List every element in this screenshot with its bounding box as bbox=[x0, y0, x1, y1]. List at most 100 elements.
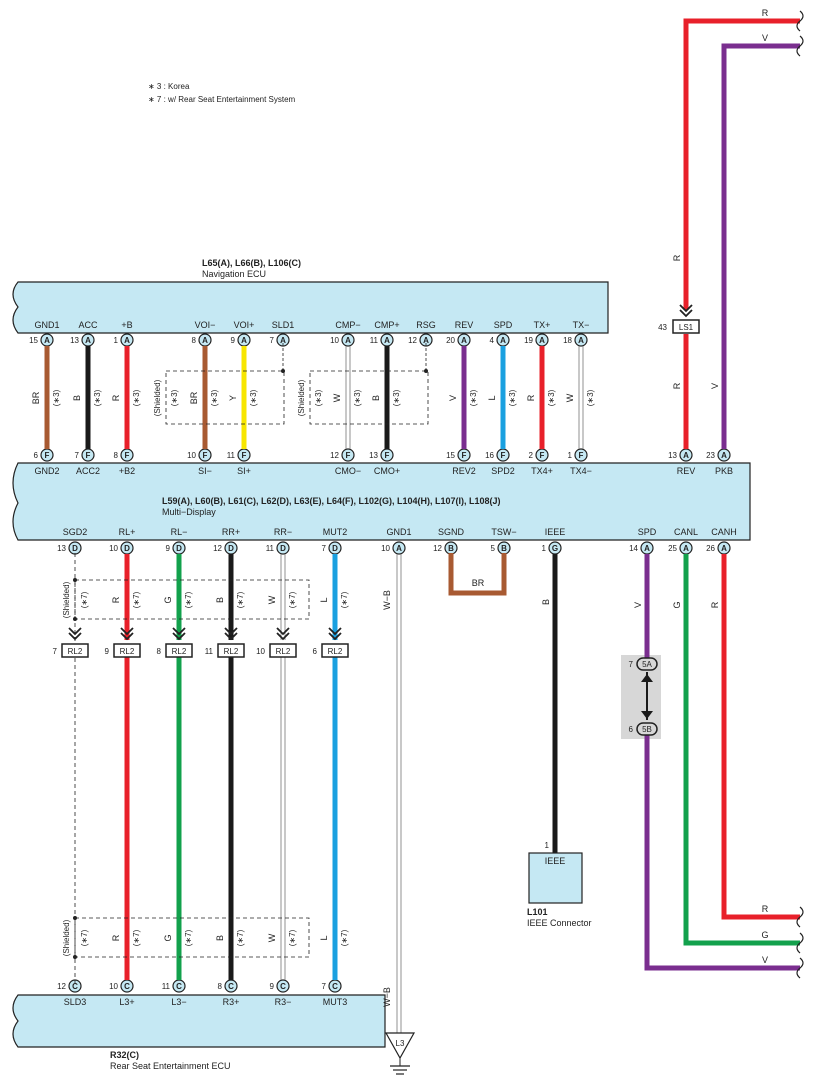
nav-pin-number: 11 bbox=[370, 336, 379, 345]
nav-pin-letter: A bbox=[241, 336, 247, 345]
rl2-pin-3: 11 bbox=[205, 647, 214, 656]
top-wire-color-1: B bbox=[72, 395, 82, 401]
multi-bottom-pin-number: 10 bbox=[381, 544, 390, 553]
nav-pin-letter: A bbox=[423, 336, 429, 345]
audio-wire-note-2-0: (∗7) bbox=[236, 591, 245, 608]
top-wire-note-4: (∗3) bbox=[249, 389, 258, 406]
multi-top-pin-letter: F bbox=[462, 451, 467, 460]
shield-box-audio-lower bbox=[74, 917, 310, 958]
break-mark-2 bbox=[796, 906, 804, 928]
nav-pin-number: 10 bbox=[330, 336, 339, 345]
multi-bottom-pin-letter: A bbox=[644, 544, 650, 553]
multi-top-pin-number: 11 bbox=[227, 451, 236, 460]
multi-top-pin-name: TX4+ bbox=[531, 466, 553, 476]
spd-wire-color: V bbox=[633, 602, 643, 608]
multi-top-pin-circle bbox=[341, 448, 355, 462]
rear-pin-number: 9 bbox=[270, 982, 275, 991]
break-mark-1 bbox=[796, 35, 804, 57]
canl-wire-color: G bbox=[672, 601, 682, 608]
rl2-label-4: RL2 bbox=[276, 647, 291, 656]
shield-label-camera: (Shielded) bbox=[297, 379, 306, 416]
shield-dot-2 bbox=[73, 617, 77, 621]
navigation-ecu-code: L65(A), L66(B), L106(C) bbox=[202, 258, 301, 268]
nav-pin-number: 12 bbox=[408, 336, 417, 345]
multi-top-pin-name: SPD2 bbox=[491, 466, 515, 476]
multi-top-pin-name: PKB bbox=[715, 466, 733, 476]
rear-pin-name: SLD3 bbox=[64, 997, 87, 1007]
break-mark-4 bbox=[796, 957, 804, 979]
multi-bottom-pin-letter: A bbox=[396, 544, 402, 553]
shield-dot-4 bbox=[73, 955, 77, 959]
nav-pin-circle bbox=[574, 333, 588, 347]
right-side-wires bbox=[644, 10, 804, 979]
nav-pin-name: TX+ bbox=[534, 320, 551, 330]
rear-pin-name: L3− bbox=[171, 997, 186, 1007]
top-wire-note-7: (∗3) bbox=[469, 389, 478, 406]
multi-bottom-pin-name: RL+ bbox=[119, 527, 136, 537]
audio-wire-note-0-0: (∗7) bbox=[132, 591, 141, 608]
ls1-pin-number: 43 bbox=[658, 323, 667, 332]
rear-pin-number: 7 bbox=[322, 982, 327, 991]
shield-note-lower: (∗7) bbox=[80, 929, 89, 946]
junction-5a-box bbox=[636, 657, 658, 671]
rl2-box-0 bbox=[61, 643, 89, 658]
top-v-wire-color: V bbox=[762, 33, 768, 43]
top-wire-color-3: BR bbox=[189, 391, 199, 404]
nav-pin-letter: A bbox=[345, 336, 351, 345]
multi-bottom-pin-name: GND1 bbox=[386, 527, 411, 537]
top-wire-note-8: (∗3) bbox=[508, 389, 517, 406]
nav-pin-name: GND1 bbox=[34, 320, 59, 330]
multi-bottom-pin-letter: B bbox=[501, 544, 507, 553]
rl2-box-2 bbox=[165, 643, 193, 658]
nav-pin-name: CMP− bbox=[335, 320, 360, 330]
nav-pin-name: REV bbox=[455, 320, 474, 330]
nav-pin-name: VOI− bbox=[195, 320, 216, 330]
rl2-pin-4: 10 bbox=[256, 647, 265, 656]
multi-top-pin-number: 10 bbox=[187, 451, 196, 460]
multi-top-pin-name: REV bbox=[677, 466, 696, 476]
top-wire-note-1: (∗3) bbox=[93, 389, 102, 406]
multi-top-pin-name: SI+ bbox=[237, 466, 251, 476]
rl2-pin-5: 6 bbox=[313, 647, 318, 656]
multi-bottom-pin-number: 10 bbox=[109, 544, 118, 553]
ieee-connector-pin: 1 bbox=[545, 841, 550, 850]
audio-wire-note-3-0: (∗7) bbox=[288, 591, 297, 608]
audio-wire-color-3-1: W bbox=[267, 933, 277, 942]
audio-wire-color-0-0: R bbox=[111, 596, 121, 603]
multi-bottom-pin-name: MUT2 bbox=[323, 527, 348, 537]
rev-wire-color-lower: R bbox=[672, 382, 682, 389]
pkb-wire bbox=[721, 43, 800, 449]
multi-bottom-pin-number: 14 bbox=[629, 544, 638, 553]
gnd-wire-color-lower: W−B bbox=[382, 987, 392, 1007]
ground-l3: L3 W−B W−B bbox=[382, 590, 416, 1075]
audio-wire-note-4-0: (∗7) bbox=[340, 591, 349, 608]
multi-bottom-pin-letter: G bbox=[552, 544, 558, 553]
nav-pin-number: 9 bbox=[231, 336, 236, 345]
top-wire-note-2: (∗3) bbox=[132, 389, 141, 406]
audio-wire-color-3-0: W bbox=[267, 595, 277, 604]
audio-wire-note-0-1: (∗7) bbox=[132, 929, 141, 946]
top-wire-color-9: R bbox=[526, 394, 536, 401]
ieee-connector-box bbox=[528, 852, 583, 904]
multi-bottom-pin-number: 12 bbox=[433, 544, 442, 553]
rl2-label-3: RL2 bbox=[224, 647, 239, 656]
rl2-label-2: RL2 bbox=[172, 647, 187, 656]
nav-pin-name: TX− bbox=[573, 320, 590, 330]
ieee-connector-label: IEEE bbox=[545, 856, 566, 866]
canl-wire bbox=[683, 554, 800, 946]
multi-bottom-pin-number: 13 bbox=[57, 544, 66, 553]
multi-bottom-pin-circle bbox=[276, 541, 290, 555]
multi-top-pin-name: TX4− bbox=[570, 466, 592, 476]
multi-bottom-pin-number: 11 bbox=[266, 544, 275, 553]
multi-bottom-pin-number: 5 bbox=[491, 544, 496, 553]
rear-pin-name: MUT3 bbox=[323, 997, 348, 1007]
multi-top-pin-number: 2 bbox=[529, 451, 534, 460]
shield-note-voice: (∗3) bbox=[170, 389, 179, 406]
multi-display-code: L59(A), L60(B), L61(C), L62(D), L63(E), … bbox=[162, 496, 501, 506]
multi-bottom-pin-letter: D bbox=[332, 544, 338, 553]
junction-5b: 6 5B bbox=[629, 722, 658, 736]
multi-bottom-pin-letter: A bbox=[683, 544, 689, 553]
